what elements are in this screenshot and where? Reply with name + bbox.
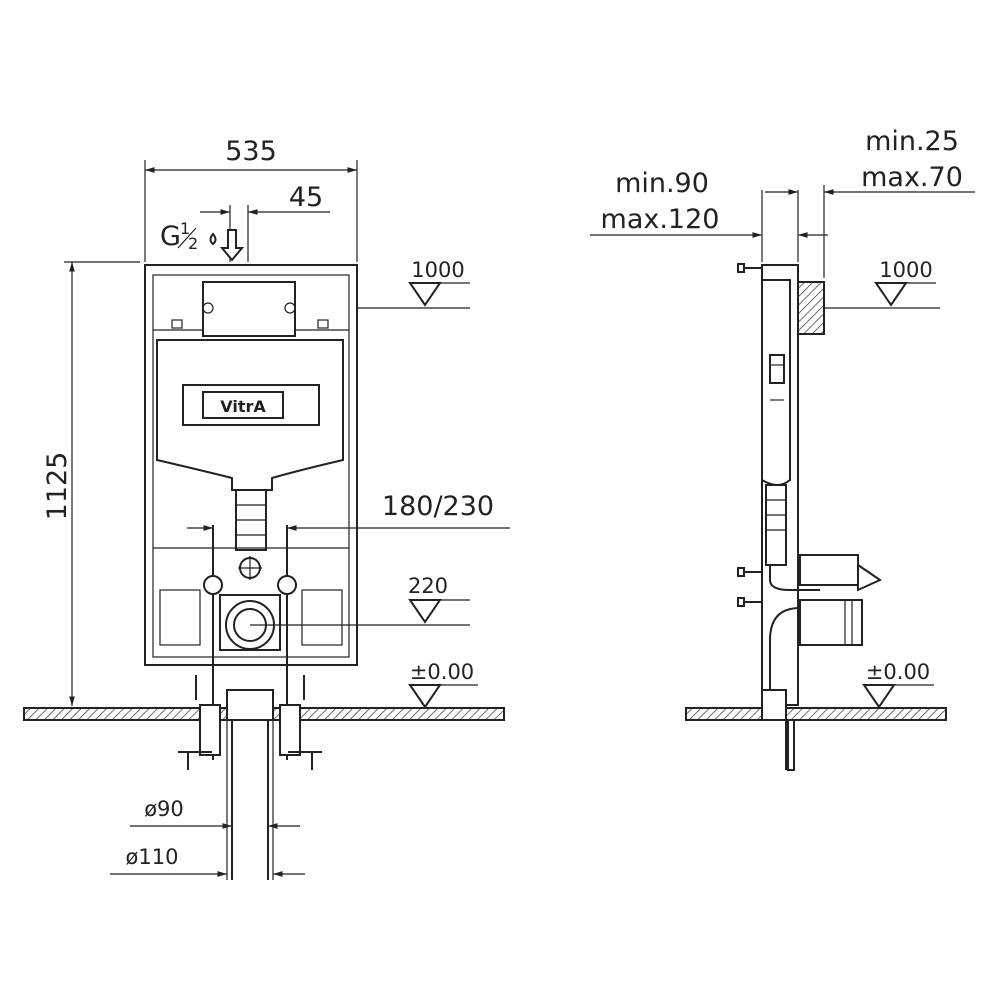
water-inlet-arrow-icon (219, 229, 245, 262)
thread-label: G (160, 221, 181, 252)
dim-depth-max-label: max.120 (601, 204, 720, 235)
dim-offset-label: 45 (289, 182, 323, 213)
svg-text:2: 2 (188, 234, 198, 253)
side-view: min.90 max.120 min.25 max.70 1000 ±0.00 (590, 126, 975, 771)
dim-height-label: 1125 (42, 452, 73, 521)
waste-pipe-socket (226, 689, 274, 721)
floor-level-label-front: ±0.00 (410, 660, 474, 684)
flush-connector-side (799, 554, 859, 586)
dim-width-label: 535 (225, 136, 277, 167)
level-marker-220 (408, 599, 442, 624)
leg-right (279, 704, 301, 756)
dim-fixing-span-label: 180/230 (382, 491, 494, 522)
front-view: VitrA (23, 136, 510, 880)
fixing-bolt-left (203, 575, 223, 595)
flush-opening (202, 281, 296, 337)
leg-left (199, 704, 221, 756)
level-marker-floor-front (408, 684, 442, 709)
dim-pipe-inner-label: ø90 (144, 797, 184, 821)
floor-level-label-side: ±0.00 (866, 660, 930, 684)
dim-flush-height-label: 1000 (411, 258, 464, 282)
level-marker-floor-side (862, 684, 896, 709)
waste-outlet-side (799, 599, 863, 646)
dim-outlet-height-label: 220 (408, 574, 448, 598)
svg-text:1: 1 (180, 219, 190, 238)
dim-flush-height-side-label: 1000 (879, 258, 932, 282)
dim-depth-min-label: min.90 (615, 168, 709, 199)
dim-wall-max-label: max.70 (861, 162, 963, 193)
frame-outline (144, 264, 358, 666)
floor-slab-side (685, 707, 947, 721)
flush-plate-side (797, 281, 825, 335)
water-drop-icon (209, 232, 217, 246)
waste-pipe-side (761, 689, 787, 721)
frame-inner-outline (152, 274, 350, 658)
fixing-bolt-right (277, 575, 297, 595)
flush-pipe-side (765, 484, 787, 566)
vitra-logo: VitrA (220, 397, 266, 416)
level-marker-1000-side (874, 282, 908, 307)
dim-pipe-outer-label: ø110 (126, 845, 179, 869)
dim-wall-min-label: min.25 (865, 126, 959, 157)
level-marker-1000-front (408, 282, 442, 307)
